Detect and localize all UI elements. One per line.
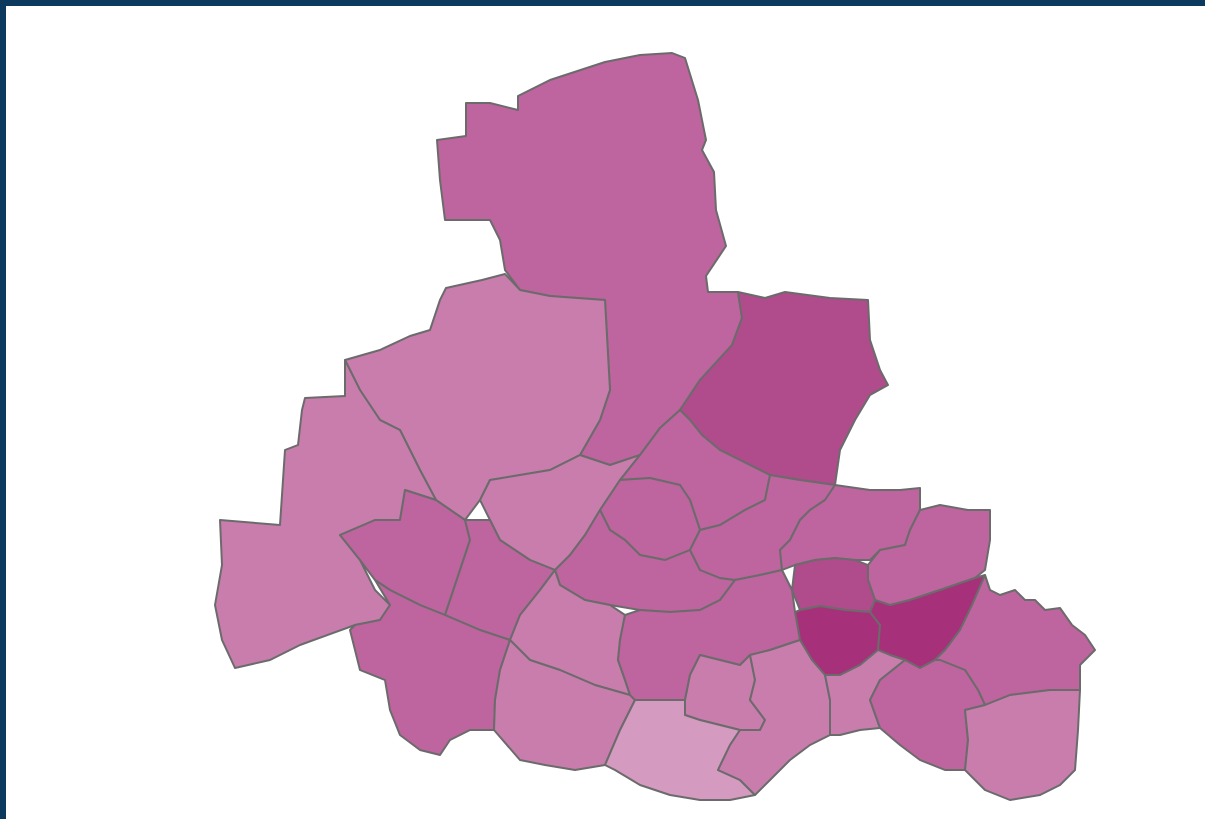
ward-east-far[interactable] [934,574,1096,706]
ward-south-c[interactable] [717,639,831,796]
ward-southwest[interactable] [349,579,511,756]
ward-south-f[interactable] [964,689,1081,801]
ward-east-c[interactable] [791,557,876,613]
